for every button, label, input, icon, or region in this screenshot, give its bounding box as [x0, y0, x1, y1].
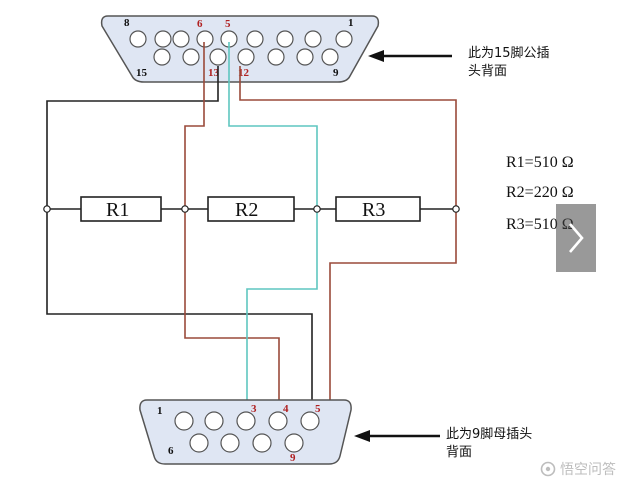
- annotation-9pin: 此为9脚母插头 背面: [354, 426, 532, 460]
- resistor-r1: R1: [80, 196, 162, 222]
- wire-red-b: [239, 66, 457, 447]
- wires: [46, 42, 457, 447]
- pin15-label-9: 9: [333, 67, 339, 79]
- resistor-r2: R2: [207, 196, 295, 222]
- watermark-text: 悟空问答: [560, 462, 616, 478]
- watermark: 悟空问答: [540, 459, 616, 479]
- pin15-label-13: 13: [208, 67, 220, 79]
- annotation-9pin-line1: 此为9脚母插头: [446, 426, 532, 442]
- pin15-label-12: 12: [238, 67, 250, 79]
- arrow-left-icon: [368, 50, 384, 62]
- pin9-label-5: 5: [315, 403, 321, 415]
- resistor-r3-label: R3: [362, 199, 385, 221]
- pin15-label-5: 5: [225, 18, 231, 30]
- pin15-label-1: 1: [348, 17, 354, 29]
- connector-15pin-holes: [129, 30, 353, 66]
- resistor-r1-label: R1: [106, 199, 129, 221]
- wire-cyan: [228, 42, 318, 408]
- resistor-r2-label: R2: [235, 199, 258, 221]
- wire-black: [46, 66, 313, 408]
- node-r2-r3: [313, 205, 321, 213]
- chevron-right-icon: [569, 223, 584, 253]
- pin9-label-6: 6: [168, 445, 174, 457]
- annotation-15pin-line1: 此为15脚公插: [468, 45, 550, 61]
- junction-nodes: [43, 205, 460, 213]
- connector-9pin-holes: [174, 411, 320, 453]
- annotation-9pin-line2: 背面: [446, 445, 472, 460]
- pin9-label-9: 9: [290, 452, 296, 464]
- arrow-left-icon: [354, 430, 370, 442]
- pin15-label-6: 6: [197, 18, 203, 30]
- pin9-label-4: 4: [283, 403, 289, 415]
- node-r1-r2: [181, 205, 189, 213]
- pin9-label-1: 1: [157, 405, 163, 417]
- wire-red-a: [184, 42, 280, 408]
- node-right: [452, 205, 460, 213]
- annotation-15pin-line2: 头背面: [468, 64, 507, 79]
- resistor-r3: R3: [335, 196, 421, 222]
- wukong-logo-icon: [540, 461, 556, 477]
- resistor-values: R1=510 Ω R2=220 Ω R3=510 Ω: [506, 154, 574, 233]
- value-r2: R2=220 Ω: [506, 184, 574, 201]
- pin9-label-3: 3: [251, 403, 257, 415]
- value-r1: R1=510 Ω: [506, 154, 574, 171]
- annotation-15pin: 此为15脚公插 头背面: [368, 45, 550, 79]
- connector-15pin: 8 6 5 1 15 13 12 9: [100, 15, 380, 83]
- pin15-label-15: 15: [136, 67, 148, 79]
- next-image-button[interactable]: [556, 204, 596, 272]
- pin15-label-8: 8: [124, 17, 130, 29]
- node-left: [43, 205, 51, 213]
- connector-9pin: 1 3 4 5 6 9: [139, 399, 352, 465]
